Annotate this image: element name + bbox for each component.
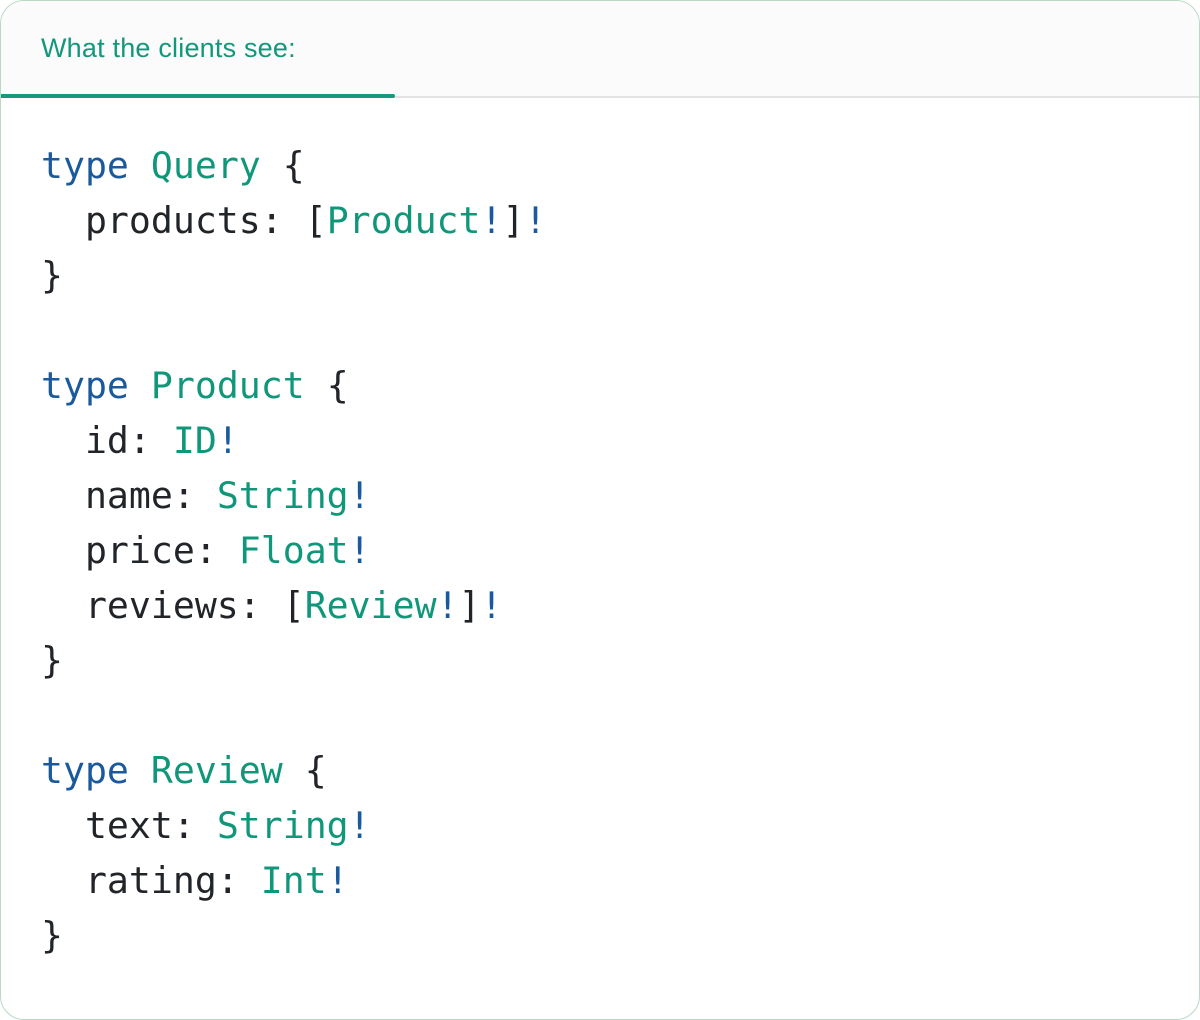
code-token: Int [260, 859, 327, 902]
code-token [129, 364, 151, 407]
code-token: { [282, 749, 327, 792]
code-line [41, 303, 1159, 358]
code-line: } [41, 633, 1159, 688]
tab-what-the-clients-see[interactable]: What the clients see: [1, 1, 395, 98]
tab-label: What the clients see: [41, 33, 296, 63]
code-line: price: Float! [41, 523, 1159, 578]
code-token: { [260, 144, 305, 187]
code-token: } [41, 254, 63, 297]
code-token [129, 749, 151, 792]
code-token: } [41, 914, 63, 957]
graphql-schema-code: type Query { products: [Product!]!} type… [1, 98, 1199, 1019]
code-line: reviews: [Review!]! [41, 578, 1159, 633]
code-token: { [304, 364, 349, 407]
code-token: ! [348, 474, 371, 517]
code-token: Review [304, 584, 437, 627]
code-token: ! [480, 584, 503, 627]
code-token: Query [150, 144, 261, 187]
active-tab-indicator [1, 94, 395, 98]
code-token: ] [502, 199, 525, 242]
code-token: String [216, 804, 349, 847]
code-line: type Review { [41, 743, 1159, 798]
code-token: rating: [41, 859, 261, 902]
code-line: name: String! [41, 468, 1159, 523]
code-token: ! [348, 804, 371, 847]
code-token: Review [150, 749, 283, 792]
code-token: products: [ [41, 199, 327, 242]
code-token: ] [458, 584, 481, 627]
code-token: ! [326, 859, 349, 902]
code-line: type Query { [41, 138, 1159, 193]
code-token: ! [348, 529, 371, 572]
code-token: ID [172, 419, 217, 462]
code-token: type [41, 364, 129, 407]
code-token [129, 144, 151, 187]
code-token: ! [436, 584, 459, 627]
code-token: type [41, 749, 129, 792]
code-token: text: [41, 804, 217, 847]
code-token: name: [41, 474, 217, 517]
code-token: price: [41, 529, 239, 572]
tab-bar: What the clients see: [1, 1, 1199, 98]
code-token: reviews: [ [41, 584, 305, 627]
code-line: id: ID! [41, 413, 1159, 468]
code-token: ! [524, 199, 547, 242]
code-line: type Product { [41, 358, 1159, 413]
code-token: Product [150, 364, 305, 407]
code-token: String [216, 474, 349, 517]
code-token: } [41, 639, 63, 682]
code-token: id: [41, 419, 173, 462]
code-line: products: [Product!]! [41, 193, 1159, 248]
code-line: } [41, 248, 1159, 303]
code-token: ! [480, 199, 503, 242]
code-token: ! [216, 419, 239, 462]
code-line: rating: Int! [41, 853, 1159, 908]
code-line: text: String! [41, 798, 1159, 853]
code-token: Product [326, 199, 481, 242]
code-line: } [41, 908, 1159, 963]
code-token: type [41, 144, 129, 187]
code-line [41, 688, 1159, 743]
code-token: Float [238, 529, 349, 572]
